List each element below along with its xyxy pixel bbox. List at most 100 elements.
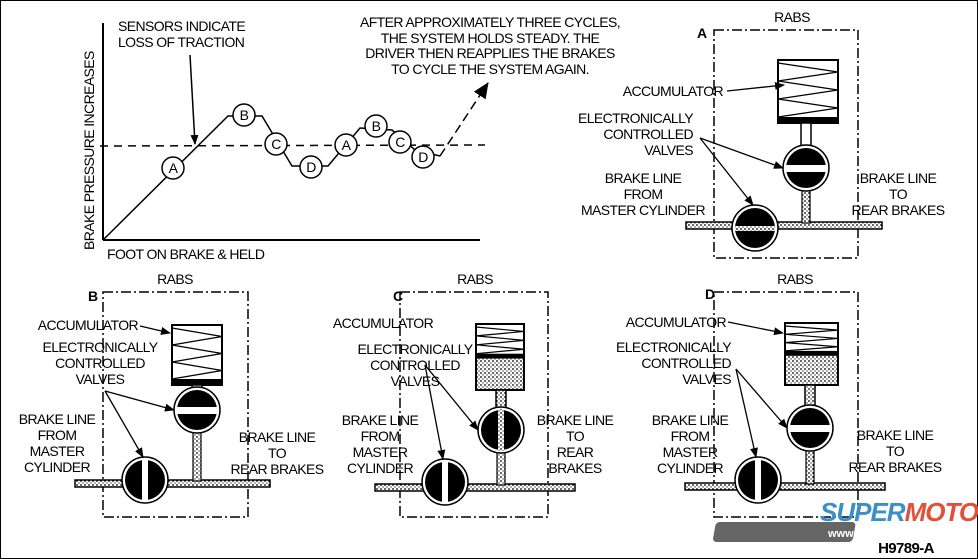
valves-label: CONTROLLED bbox=[641, 355, 731, 371]
panel-letter: B bbox=[88, 288, 98, 304]
valves-label: VALVES bbox=[391, 373, 440, 389]
brake-line-to-label: REAR BRAKES bbox=[231, 461, 324, 477]
valve-passage bbox=[442, 461, 448, 503]
panel-c: RABSCACCUMULATORELECTRONICALLYCONTROLLED… bbox=[333, 271, 614, 518]
brake-line-from-label: FROM bbox=[671, 428, 710, 444]
brake-line-from-label: MASTER bbox=[353, 444, 408, 460]
valves-label: CONTROLLED bbox=[55, 355, 145, 371]
point-circle bbox=[299, 155, 323, 179]
accumulator-label: ACCUMULATOR bbox=[38, 317, 139, 333]
brake-line-to-label: BRAKES bbox=[548, 460, 601, 476]
spring-icon bbox=[475, 326, 525, 355]
brake-line-to-label: BRAKE LINE bbox=[239, 429, 316, 445]
valves-label: ELECTRONICALLY bbox=[357, 341, 473, 357]
rabs-boundary bbox=[713, 291, 859, 518]
valve-stem bbox=[805, 446, 815, 485]
rabs-boundary bbox=[399, 291, 549, 518]
rabs-boundary bbox=[102, 291, 249, 518]
top-valve bbox=[786, 404, 834, 452]
pressure-graph: BRAKE PRESSURE INCREASES FOOT ON BRAKE &… bbox=[81, 14, 621, 262]
brake-line-to-label: BRAKE LINE bbox=[537, 412, 614, 428]
sensor-arrow bbox=[189, 54, 199, 145]
point-circle bbox=[364, 114, 388, 138]
rabs-boundary bbox=[713, 29, 859, 259]
valve-stem bbox=[801, 186, 811, 224]
cycle-note-line1: AFTER APPROXIMATELY THREE CYCLES, bbox=[360, 14, 620, 30]
panel-letter: D bbox=[705, 286, 715, 302]
top-valve bbox=[782, 144, 830, 192]
valve-arrow bbox=[699, 137, 754, 206]
logo-plate bbox=[713, 522, 856, 542]
brake-line-from-label: BRAKE LINE bbox=[652, 412, 729, 428]
cycle-note-line4: TO CYCLE THE SYSTEM AGAIN. bbox=[391, 61, 589, 77]
valves-label: ELECTRONICALLY bbox=[42, 339, 158, 355]
top-valve bbox=[477, 406, 525, 454]
top-valve bbox=[173, 386, 221, 434]
point-label: D bbox=[418, 149, 428, 165]
valve-stem bbox=[496, 448, 506, 486]
valves-label: VALVES bbox=[76, 371, 125, 387]
point-label: A bbox=[342, 137, 352, 153]
fluid bbox=[786, 355, 837, 384]
brake-line-pipe bbox=[685, 221, 883, 230]
accumulator-arrow bbox=[727, 321, 784, 336]
piston bbox=[778, 117, 838, 122]
cycle-point: D bbox=[299, 155, 323, 179]
point-circle bbox=[161, 156, 185, 180]
point-label: C bbox=[271, 136, 281, 152]
point-label: C bbox=[395, 134, 405, 150]
panel-letter: C bbox=[393, 288, 403, 304]
brake-line-pipe bbox=[374, 483, 576, 492]
panel-b: RABSBACCUMULATORELECTRONICALLYCONTROLLED… bbox=[19, 271, 324, 518]
valve-arrow bbox=[699, 137, 784, 169]
valves-label: CONTROLLED bbox=[370, 357, 460, 373]
point-circle bbox=[411, 145, 435, 169]
point-circle bbox=[388, 130, 412, 154]
valve-passage bbox=[142, 459, 148, 501]
logo-brand: SUPERMOTORS bbox=[820, 497, 978, 527]
cycle-note-line3: DRIVER THEN REAPPLIES THE BRAKES bbox=[365, 45, 615, 61]
valve-arrow bbox=[424, 364, 446, 460]
valve-passage bbox=[786, 165, 826, 172]
point-label: B bbox=[240, 107, 249, 123]
figure-id: H9789-A bbox=[878, 540, 935, 557]
accumulator bbox=[784, 322, 839, 386]
valve-arrow bbox=[104, 390, 144, 458]
valves-label: VALVES bbox=[644, 142, 693, 158]
supermotors-logo: SUPERMOTORS www.supermotors.net H9789-A bbox=[713, 497, 978, 557]
valve-arrow bbox=[735, 368, 788, 429]
brake-line-to-label: TO bbox=[889, 186, 908, 202]
cycle-point: C bbox=[264, 132, 288, 156]
x-axis-label: FOOT ON BRAKE & HELD bbox=[107, 246, 265, 262]
valves-label: ELECTRONICALLY bbox=[616, 339, 732, 355]
accumulator bbox=[475, 323, 525, 391]
panel-letter: A bbox=[697, 25, 707, 41]
brake-line-from-label: MASTER bbox=[30, 443, 85, 459]
sensor-note-line1: SENSORS INDICATE bbox=[118, 18, 245, 34]
brake-line-from-label: BRAKE LINE bbox=[342, 412, 419, 428]
valves-label: ELECTRONICALLY bbox=[578, 110, 694, 126]
brake-line-pipe bbox=[684, 482, 886, 491]
accumulator-label: ACCUMULATOR bbox=[623, 83, 724, 99]
valve-passage bbox=[498, 409, 504, 451]
valve-passage bbox=[755, 459, 761, 501]
brake-line-to-label: REAR BRAKES bbox=[852, 202, 945, 218]
brake-line-to-label: TO bbox=[268, 445, 287, 461]
brake-line-from-label: BRAKE LINE bbox=[605, 170, 682, 186]
valve-arrow bbox=[735, 368, 758, 458]
valve-stem bbox=[192, 428, 202, 482]
piston bbox=[476, 353, 524, 359]
bottom-valve bbox=[121, 456, 169, 504]
piston bbox=[172, 379, 222, 384]
bottom-valve bbox=[734, 456, 782, 504]
brake-line-to-label: TO bbox=[566, 428, 585, 444]
brake-line-from-label: MASTER CYLINDER bbox=[581, 202, 706, 218]
reapply-arrow bbox=[439, 82, 489, 157]
rabs-label: RABS bbox=[774, 9, 810, 25]
valve-passage bbox=[735, 226, 775, 231]
piston bbox=[785, 350, 838, 356]
valves-label: CONTROLLED bbox=[603, 126, 693, 142]
brake-line-from-label: FROM bbox=[624, 186, 663, 202]
rabs-label: RABS bbox=[457, 271, 493, 287]
cycle-point: D bbox=[411, 145, 435, 169]
